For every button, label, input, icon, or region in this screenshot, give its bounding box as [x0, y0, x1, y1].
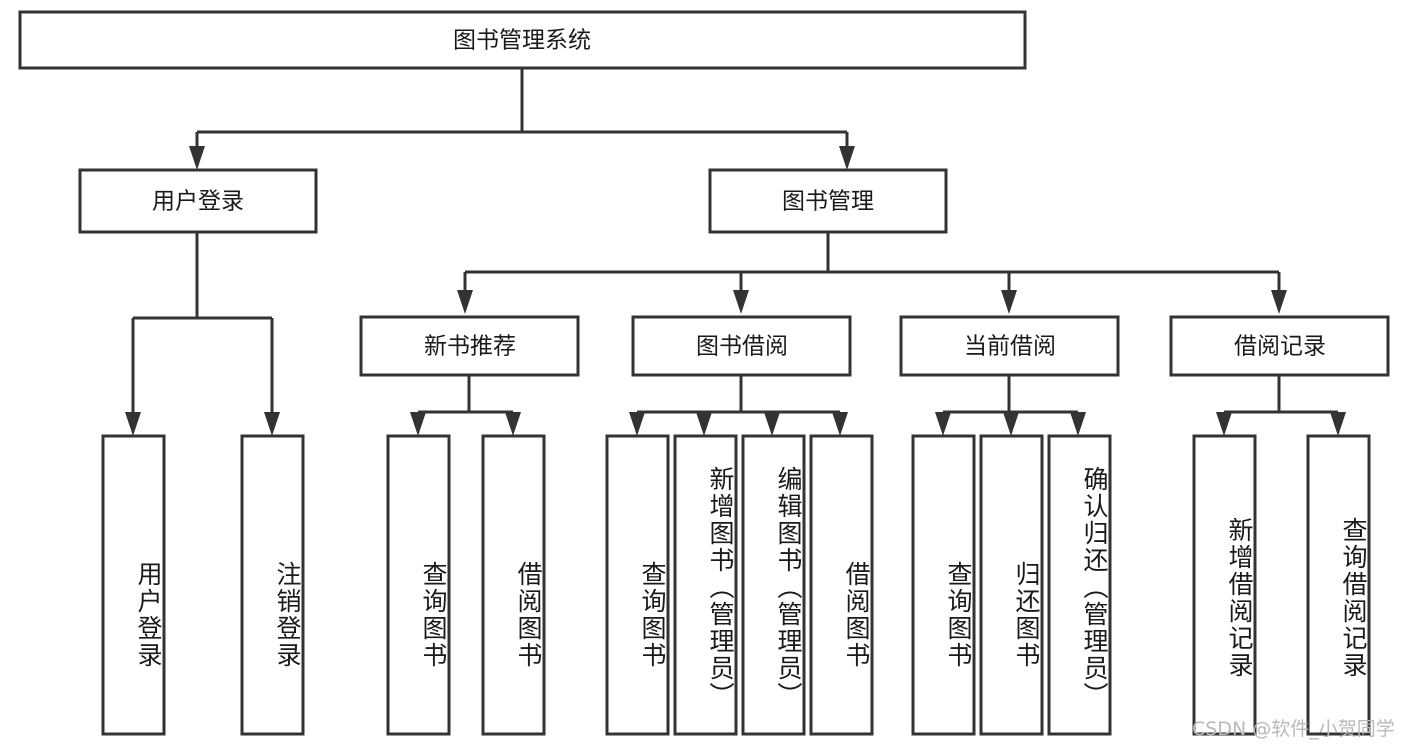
connector-root-to-level2	[189, 68, 855, 170]
leaf-box-user-login-0[interactable]	[101, 434, 166, 736]
node-book-manage[interactable]: 图书管理	[708, 168, 948, 234]
node-book-borrow[interactable]: 图书借阅	[631, 315, 852, 377]
leaf-box-book-borrow-0[interactable]	[605, 434, 670, 736]
leaf-box-book-borrow-3[interactable]	[809, 434, 874, 736]
leaf-box-new-book-0[interactable]	[386, 434, 451, 736]
leaf-box-borrow-record-0[interactable]	[1192, 434, 1257, 736]
node-book-manage-label: 图书管理	[782, 189, 874, 215]
node-user-login-label: 用户登录	[152, 189, 244, 215]
node-borrow-record-label: 借阅记录	[1234, 334, 1326, 360]
leaf-box-current-borrow-0[interactable]	[911, 434, 976, 736]
node-current-borrow-label: 当前借阅	[964, 334, 1056, 360]
connector-new-book-to-leaves	[410, 375, 521, 436]
leaf-box-book-borrow-1[interactable]	[673, 434, 738, 736]
leaf-boxes-current-borrow	[911, 434, 1112, 736]
node-user-login[interactable]: 用户登录	[78, 168, 318, 234]
node-new-book-recommend[interactable]: 新书推荐	[359, 315, 580, 377]
node-new-book-recommend-label: 新书推荐	[424, 334, 516, 360]
connector-book-manage-to-level3	[457, 232, 1287, 314]
leaf-boxes-new-book-recommend	[386, 434, 546, 736]
leaf-boxes-book-borrow	[605, 434, 874, 736]
leaf-box-new-book-1[interactable]	[481, 434, 546, 736]
node-book-borrow-label: 图书借阅	[696, 334, 788, 360]
csdn-watermark: CSDN @软件_小贺同学	[1192, 718, 1395, 740]
leaf-box-current-borrow-2[interactable]	[1047, 434, 1112, 736]
leaf-box-borrow-record-1[interactable]	[1306, 434, 1371, 736]
leaf-boxes-user-login	[101, 434, 305, 736]
connector-user-login-to-leaves	[125, 232, 280, 436]
connector-book-borrow-to-leaves	[629, 375, 848, 436]
connector-current-borrow-to-leaves	[935, 375, 1086, 436]
node-current-borrow[interactable]: 当前借阅	[899, 315, 1120, 377]
node-root-label: 图书管理系统	[453, 28, 591, 54]
node-root[interactable]: 图书管理系统	[18, 10, 1027, 70]
leaf-box-book-borrow-2[interactable]	[741, 434, 806, 736]
leaf-boxes-borrow-record	[1192, 434, 1371, 736]
node-borrow-record[interactable]: 借阅记录	[1169, 315, 1390, 377]
leaf-box-user-login-1[interactable]	[240, 434, 305, 736]
connector-borrow-record-to-leaves	[1216, 375, 1346, 436]
leaf-box-current-borrow-1[interactable]	[979, 434, 1044, 736]
